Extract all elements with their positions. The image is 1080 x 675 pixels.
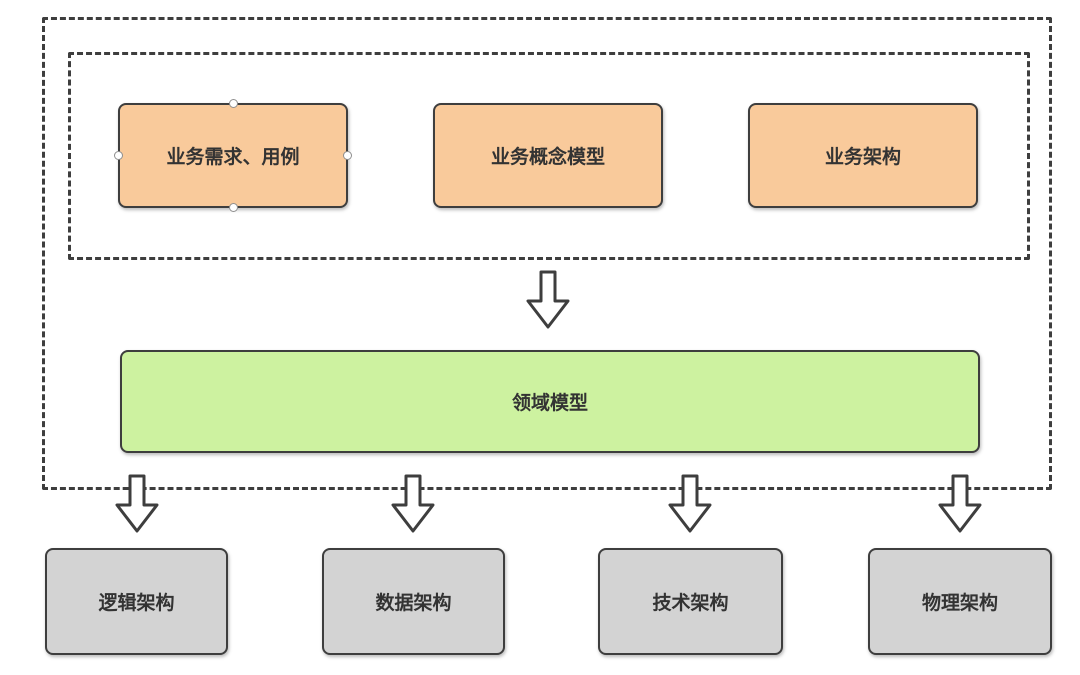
- down-arrow-icon: [391, 474, 435, 533]
- down-arrow-icon: [668, 474, 712, 533]
- down-arrow-icon: [938, 474, 982, 533]
- down-arrow-icon: [526, 270, 570, 329]
- node-label: 业务概念模型: [490, 147, 605, 168]
- connection-handle-top[interactable]: [228, 99, 238, 108]
- node-label: 技术架构: [652, 593, 729, 614]
- node-domain-model[interactable]: 领域模型: [120, 350, 980, 453]
- down-arrow-icon: [115, 474, 159, 533]
- node-label: 业务架构: [824, 147, 901, 168]
- node-business-requirements[interactable]: 业务需求、用例: [114, 99, 352, 212]
- connection-handle-bottom[interactable]: [228, 203, 238, 212]
- connection-handle-left[interactable]: [114, 151, 123, 160]
- node-technical-architecture[interactable]: 技术架构: [598, 548, 783, 655]
- node-business-architecture[interactable]: 业务架构: [748, 103, 978, 208]
- node-label: 物理架构: [921, 593, 998, 614]
- node-business-concept-model[interactable]: 业务概念模型: [433, 103, 663, 208]
- connection-handle-right[interactable]: [343, 151, 352, 160]
- node-logical-architecture[interactable]: 逻辑架构: [45, 548, 228, 655]
- node-label: 数据架构: [375, 593, 452, 614]
- node-label: 业务需求、用例: [166, 147, 300, 168]
- node-physical-architecture[interactable]: 物理架构: [868, 548, 1052, 655]
- node-label: 领域模型: [511, 393, 588, 414]
- node-data-architecture[interactable]: 数据架构: [322, 548, 505, 655]
- node-label: 逻辑架构: [98, 593, 175, 614]
- inner-dashed-container: [68, 52, 1030, 260]
- outer-dashed-container: [42, 17, 1052, 490]
